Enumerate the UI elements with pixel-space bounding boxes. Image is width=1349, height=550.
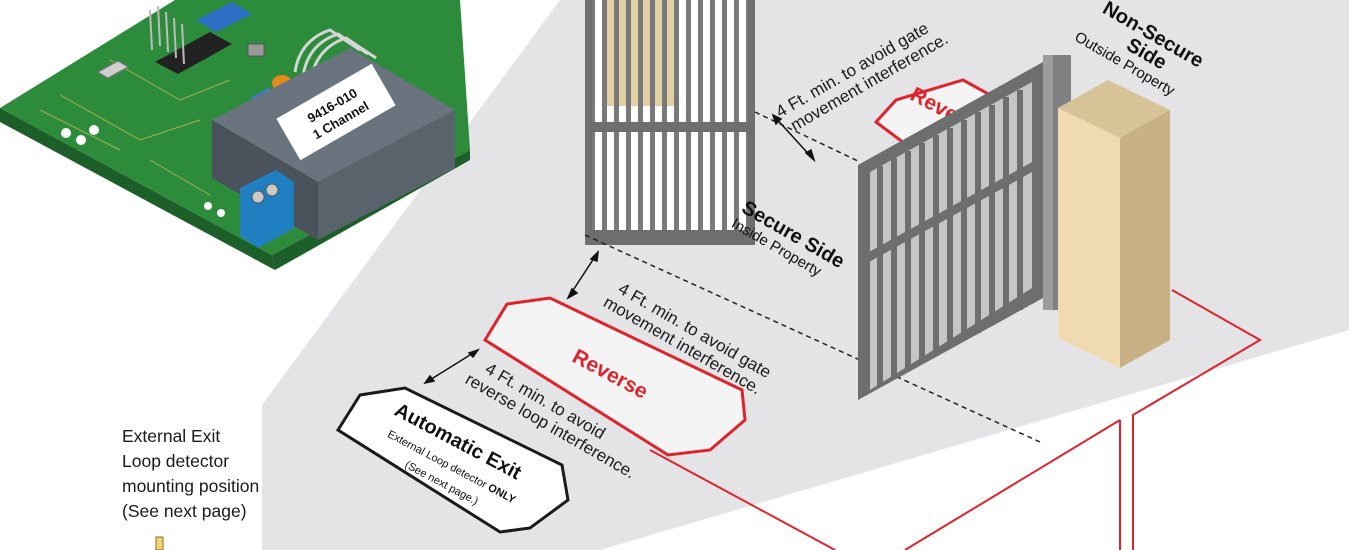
terminal-screw-1 (252, 191, 264, 203)
push-button (248, 44, 264, 56)
note-line2: Loop detector (122, 449, 322, 474)
note-line4: (See next page) (122, 499, 322, 524)
note-line3: mounting position (122, 474, 322, 499)
external-exit-note: External Exit Loop detector mounting pos… (122, 424, 322, 524)
wall (1058, 80, 1170, 368)
mounting-marker (156, 537, 163, 550)
terminal-screw-2 (266, 184, 278, 196)
note-line1: External Exit (122, 424, 322, 449)
open-gate (585, 0, 755, 245)
